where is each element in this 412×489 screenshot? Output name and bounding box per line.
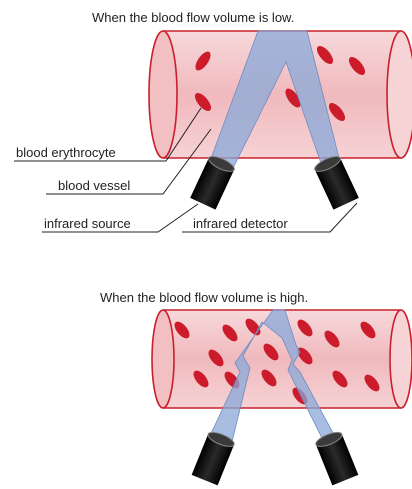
low-flow-panel [14, 31, 412, 232]
label-infrared-source: infrared source [44, 216, 131, 231]
infrared-detector-high [314, 430, 358, 486]
label-blood-erythrocyte: blood erythrocyte [16, 145, 116, 160]
label-blood-vessel: blood vessel [58, 178, 130, 193]
infrared-source-high [192, 430, 236, 486]
low-flow-title: When the blood flow volume is low. [92, 10, 294, 25]
high-flow-panel [152, 310, 412, 485]
label-infrared-detector: infrared detector [193, 216, 288, 231]
high-flow-title: When the blood flow volume is high. [100, 290, 308, 305]
infrared-detector-low [313, 153, 359, 209]
